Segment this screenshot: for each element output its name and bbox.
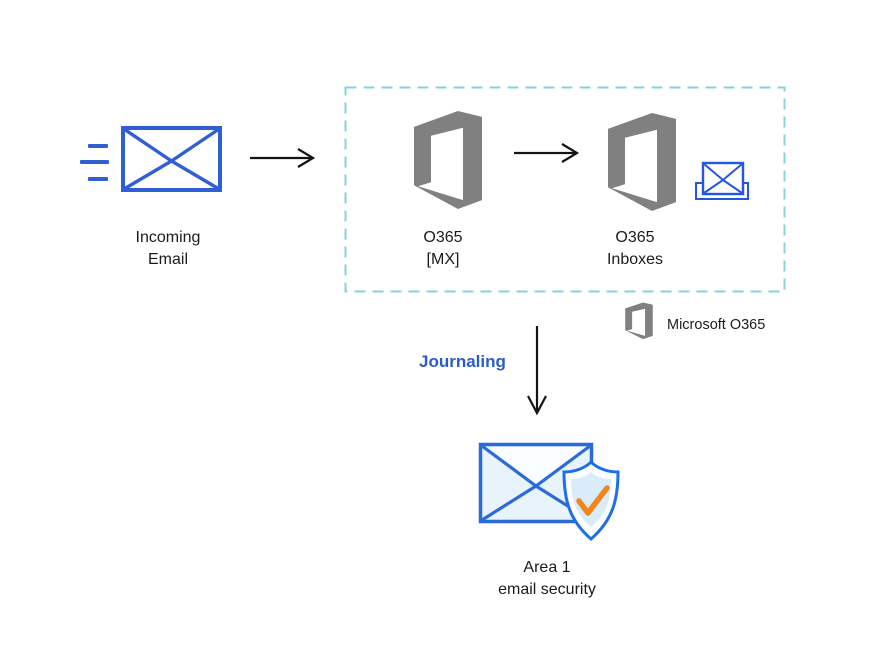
area1-label: Area 1 email security <box>498 559 596 598</box>
o365-mx-label: O365 [MX] <box>423 229 463 268</box>
office365-logo-icon <box>608 112 676 212</box>
journaling-label: Journaling <box>419 352 506 371</box>
arrow-right-icon <box>250 148 316 168</box>
motion-line <box>88 177 108 181</box>
security-shield-icon <box>562 459 620 541</box>
incoming-email-label: Incoming Email <box>135 229 201 268</box>
legend-label: Microsoft O365 <box>667 317 766 333</box>
office365-logo-icon <box>414 110 482 210</box>
arrow-down-icon <box>527 326 547 416</box>
office365-legend-icon <box>625 302 653 340</box>
incoming-email-envelope-icon <box>121 126 222 192</box>
checkmark-icon <box>576 485 610 516</box>
inbox-tray-icon <box>695 161 749 200</box>
o365-inboxes-label: O365 Inboxes <box>606 229 664 268</box>
motion-line <box>88 144 108 148</box>
o365-boundary-box <box>344 86 786 293</box>
motion-line <box>80 160 109 164</box>
arrow-right-icon <box>514 143 580 163</box>
